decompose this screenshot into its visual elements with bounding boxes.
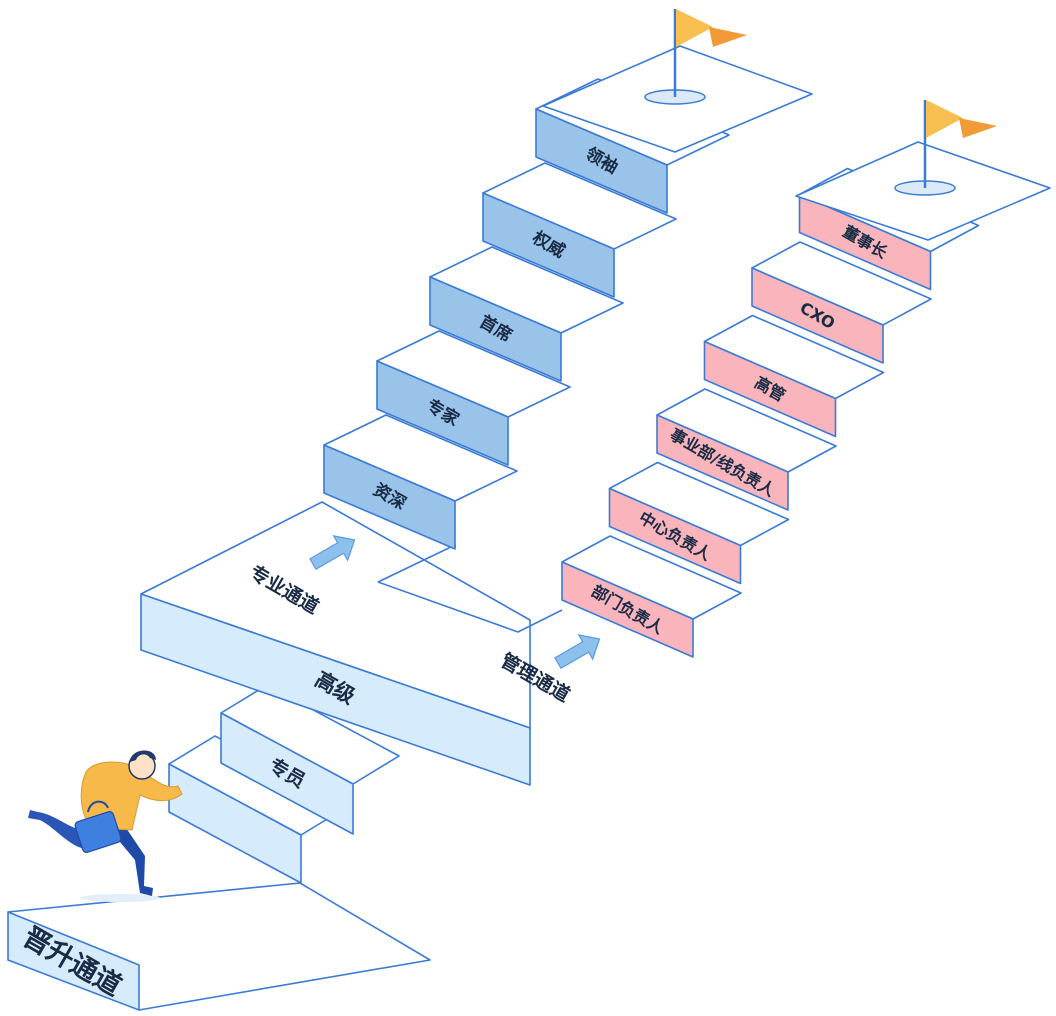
flag-icon <box>644 9 747 105</box>
expert-step-5-riser <box>535 108 668 214</box>
manager-step-3-riser <box>656 414 789 511</box>
climbing-person-icon <box>28 750 183 902</box>
expert-step-2-riser <box>376 360 509 466</box>
manager-step-1-riser <box>561 561 694 658</box>
start-platform-riser <box>7 911 140 1011</box>
expert-step-4-riser <box>482 192 615 298</box>
base-step-2-riser <box>220 712 354 835</box>
up-right-arrow-icon <box>554 634 601 670</box>
manager-step-2-riser <box>608 487 742 585</box>
manager-step-5-riser <box>751 267 884 364</box>
senior-landing-riser <box>140 593 531 786</box>
channel-divider-2 <box>377 581 563 633</box>
manager-step-6-riser <box>798 193 932 291</box>
up-right-arrow-icon <box>309 535 356 571</box>
expert-step-1-riser <box>323 444 456 550</box>
decorations <box>28 9 997 902</box>
expert-step-3-riser <box>429 276 562 382</box>
manager-step-4-riser <box>703 340 837 438</box>
flag-icon <box>894 100 997 196</box>
